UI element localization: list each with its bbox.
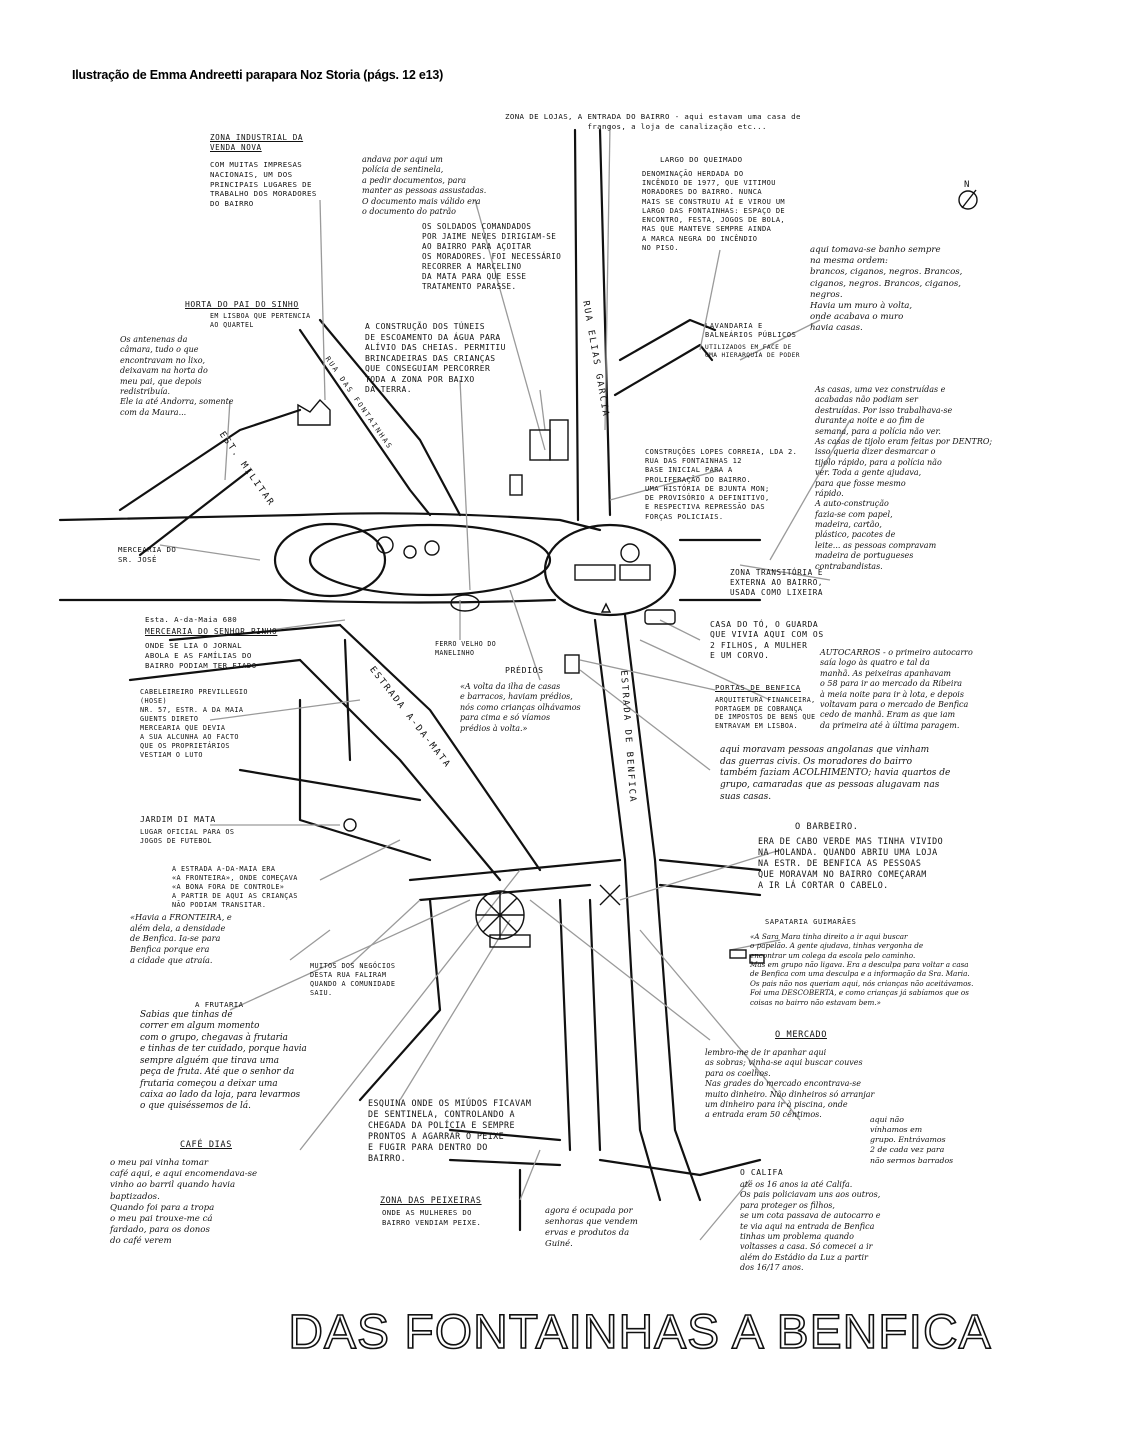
note-lavandaria-body: UTILIZADOS EM FACE DE UMA HIERARQUIA DE … xyxy=(705,344,800,360)
note-frutaria-head: A FRUTARIA xyxy=(195,1000,244,1009)
note-to: CASA DO TÓ, O GUARDA QUE VIVIA AQUI COM … xyxy=(710,620,824,661)
note-mercearia-jose: MERCEARIA DO SR. JOSÉ xyxy=(118,545,177,564)
note-cafe-head: CAFÉ DIAS xyxy=(180,1140,232,1150)
note-soldados: OS SOLDADOS COMANDADOS POR JAIME NEVES D… xyxy=(422,222,562,292)
note-largo-head: LARGO DO QUEIMADO xyxy=(660,155,743,164)
note-havia-fronteira: «Havia a FRONTEIRA, e além dela, a densi… xyxy=(130,912,232,965)
note-angolanas: aqui moravam pessoas angolanas que vinha… xyxy=(720,745,951,802)
note-horta-head: HORTA DO PAI DO SINHO xyxy=(185,300,299,309)
road-network xyxy=(58,128,762,1232)
note-barbeiro-head: O BARBEIRO. xyxy=(795,822,859,832)
note-guine: agora é ocupada por senhoras que vendem … xyxy=(545,1205,638,1248)
note-pinho-sub: Esta. A-da-Maia 680 xyxy=(145,615,238,624)
note-sapataria-head: SAPATARIA GUIMARÃES xyxy=(765,918,857,926)
note-casas: As casas, uma vez construídas e acabadas… xyxy=(815,385,993,571)
note-peixeiras-head: ZONA DAS PEIXEIRAS xyxy=(380,1195,482,1205)
note-policia: andava por aqui um polícia de sentinela,… xyxy=(362,155,487,216)
note-peixeiras-body: ONDE AS MULHERES DO BAIRRO VENDIAM PEIXE… xyxy=(382,1208,482,1227)
annotation-leaders xyxy=(159,124,851,1241)
note-califa-head: O CALIFA xyxy=(740,1168,784,1177)
note-zona-lojas: ZONA DE LOJAS, A ENTRADA DO BAIRRO - aqu… xyxy=(505,112,801,131)
note-zona-transitoria: ZONA TRANSITÓRIA E EXTERNA AO BAIRRO, US… xyxy=(730,568,824,597)
note-predios-head: PRÉDIOS xyxy=(505,665,544,675)
note-esquina: ESQUINA ONDE OS MIÚDOS FICAVAM DE SENTIN… xyxy=(368,1098,532,1164)
note-mercado-head: O MERCADO xyxy=(775,1030,827,1040)
note-portas-head: PORTAS DE BENFICA xyxy=(715,683,801,692)
map-icons xyxy=(297,189,978,964)
note-ferro: FERRO VELHO DO MANELINHO xyxy=(435,640,497,657)
note-banho: aqui tomava-se banho sempre na mesma ord… xyxy=(810,245,963,334)
note-largo-body: DENOMINAÇÃO HERDADA DO INCÊNDIO DE 1977,… xyxy=(642,170,786,252)
note-jardim-head: JARDIM DI MATA xyxy=(140,815,216,824)
note-sapataria-body: «A Sara Mara tinha direito a ir aqui bus… xyxy=(750,932,974,1007)
note-horta-body: EM LISBOA QUE PERTENCIA AO QUARTEL xyxy=(210,312,311,329)
compass-label: N xyxy=(964,180,970,190)
note-antenas: Os antenenas da câmara, tudo o que encon… xyxy=(120,335,234,417)
note-negocios: MUITOS DOS NEGÓCIOS DESTA RUA FALIRAM QU… xyxy=(310,962,396,997)
note-cafe-body: o meu pai vinha tomar café aqui, e aqui … xyxy=(110,1158,258,1247)
note-califa-body: até os 16 anos ia até Califa. Os pais po… xyxy=(740,1180,881,1273)
note-cabeleireiro: CABELEIREIRO PREVILLEGIO (HOSE) NR. 57, … xyxy=(140,688,248,759)
note-autocarros: AUTOCARROS - o primeiro autocarro saía l… xyxy=(820,648,973,730)
note-jardim-body: LUGAR OFICIAL PARA OS JOGOS DE FUTEBOL xyxy=(140,828,235,845)
note-predios-body: «A volta da ilha de casas e barracos, ha… xyxy=(460,682,581,733)
note-construcoes: Construções Lopes Correia, Lda 2. Rua da… xyxy=(645,448,798,521)
note-mercado-body: lembro-me de ir apanhar aqui as sobras; … xyxy=(705,1048,875,1120)
note-lavandaria-head: LAVANDARIA E BALNEÁRIOS PÚBLICOS xyxy=(705,322,797,340)
note-pinho-body: ONDE SE LIA O JORNAL ABOLA E AS FAMÍLIAS… xyxy=(145,641,257,670)
note-tuneis: A CONSTRUÇÃO DOS TÚNEIS DE ESCOAMENTO DA… xyxy=(365,322,506,395)
note-zona-industrial-head: ZONA INDUSTRIAL DA VENDA NOVA xyxy=(210,133,304,152)
note-pinho-head: MERCEARIA DO SENHOR PINHO xyxy=(145,627,278,636)
note-piscina: aqui não vínhamos em grupo. Entrávamos 2… xyxy=(870,1115,954,1165)
note-fronteira: A ESTRADA A-DA-MAIA ERA «A FRONTEIRA», O… xyxy=(172,865,298,909)
note-barbeiro-body: ERA DE CABO VERDE MAS TINHA VIVIDO NA HO… xyxy=(758,836,944,891)
note-portas-body: ARQUITETURA FINANCEIRA, PORTAGEM DE COBR… xyxy=(715,696,816,731)
map-title-outline: DAS FONTAINHAS A BENFICA xyxy=(288,1306,991,1359)
illustration-credit: Ilustração de Emma Andreetti parapara No… xyxy=(72,68,444,82)
note-zona-industrial-body: COM MUITAS IMPRESAS NACIONAIS, UM DOS PR… xyxy=(210,160,317,209)
note-frutaria-body: Sabias que tinhas de correr em algum mom… xyxy=(140,1010,307,1112)
